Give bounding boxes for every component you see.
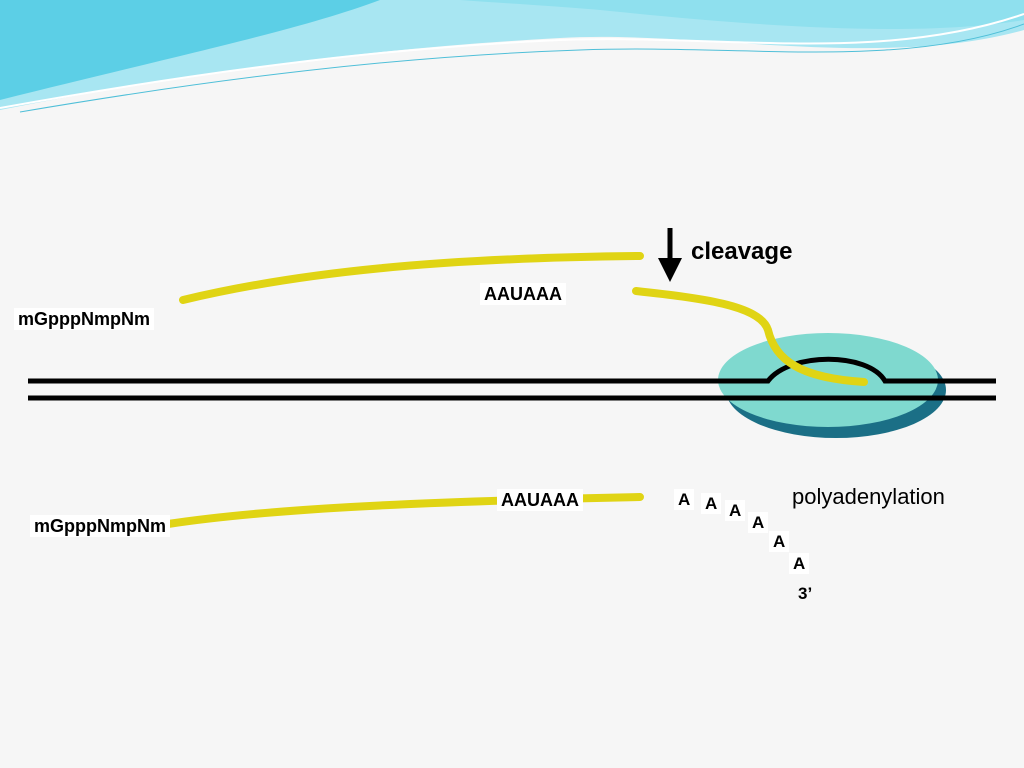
header-wave-line-1: [0, 13, 1024, 109]
header-wave-right: [460, 0, 1024, 29]
signal-label-bottom: AAUAAA: [497, 489, 583, 511]
rna-upstream-top: [179, 252, 644, 304]
header-wave-front: [0, 0, 380, 100]
dna-strand-top: [28, 356, 996, 384]
header-wave-line-2: [19, 23, 1024, 113]
poly-a-residue: A: [725, 500, 746, 521]
poly-a-residue: A: [789, 553, 810, 574]
signal-label-top: AAUAAA: [480, 283, 566, 305]
rna-downstream-top: [632, 287, 868, 386]
poly-a-residue: A: [701, 493, 722, 514]
poly-a-residue: A: [748, 512, 769, 533]
cap-label-top: mGpppNmpNm: [14, 308, 154, 330]
cleavage-label: cleavage: [691, 238, 793, 265]
three-prime-end-label: 3’: [798, 584, 813, 603]
poly-a-residue: A: [769, 531, 790, 552]
header-waves: [0, 0, 1024, 113]
polyadenylation-label: polyadenylation: [792, 484, 945, 509]
poly-a-residue: A: [674, 489, 695, 510]
down-arrow-icon: [658, 228, 682, 282]
cap-label-bottom: mGpppNmpNm: [30, 515, 170, 537]
